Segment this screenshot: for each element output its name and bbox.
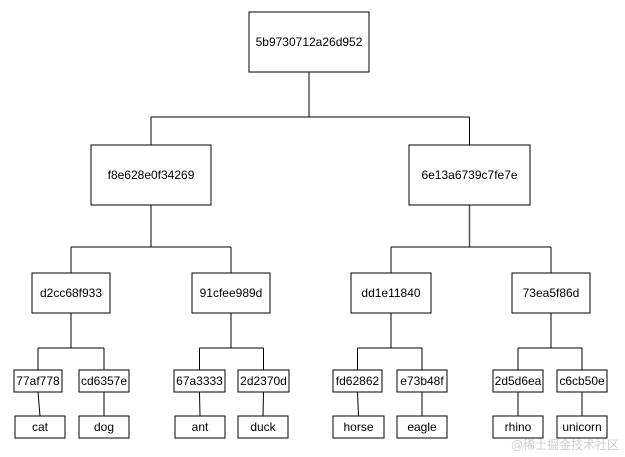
node-box [13,369,63,393]
node-label: dd1e11840 [361,286,421,300]
hash-node-l2: 91cfee989d [191,272,271,314]
node-label: 5b9730712a26d952 [256,35,363,49]
hash-node-r1a: fd62862 [332,369,383,393]
hash-node-r1b: e73b48f [396,369,448,393]
hash-node-r1: dd1e11840 [350,272,432,314]
hash-node-l2a: 67a3333 [173,369,226,393]
node-label: eagle [407,420,437,434]
node-label: rhino [505,420,532,434]
node-box [90,144,212,206]
node-box [350,272,432,314]
node-label: cd6357e [81,374,127,388]
tree-connectors [37,72,583,417]
node-box [237,415,289,439]
leaf-node-eagle: eagle [396,415,448,439]
connector-l1a-cat [37,391,41,417]
node-box [492,369,544,393]
node-box [332,369,383,393]
node-box [396,415,448,439]
node-label: c6cb50e [559,374,605,388]
node-box [492,415,544,439]
hash-node-l1: d2cc68f933 [31,272,111,314]
hash-node-l1a: 77af778 [13,369,63,393]
node-label: 2d5d6ea [495,374,542,388]
node-label: fd62862 [336,374,380,388]
leaf-node-dog: dog [78,415,130,439]
node-box [31,272,111,314]
node-label: f8e628e0f34269 [108,168,195,182]
hash-node-r2: 73ea5f86d [511,272,591,314]
hash-node-r2b: c6cb50e [556,369,608,393]
hash-node-l2b: 2d2370d [237,369,290,393]
leaf-node-horse: horse [332,415,385,439]
node-label: dog [94,420,114,434]
node-box [511,272,591,314]
connector-r1a-horse [357,391,359,417]
hash-node-left: f8e628e0f34269 [90,144,212,206]
node-label: 2d2370d [240,374,287,388]
node-label: duck [250,420,276,434]
node-label: horse [343,420,373,434]
leaf-node-unicorn: unicorn [556,415,608,439]
hash-node-right: 6e13a6739c7fe7e [408,144,531,206]
watermark-text: @稀土掘金技术社区 [510,438,619,452]
node-box [78,369,130,393]
leaf-node-cat: cat [14,415,66,439]
node-label: 91cfee989d [200,286,263,300]
connector-l2b-duck [262,391,264,417]
node-box [332,415,385,439]
node-box [78,415,130,439]
leaf-node-rhino: rhino [492,415,544,439]
hash-node-r2a: 2d5d6ea [492,369,544,393]
node-box [556,415,608,439]
node-box [408,144,531,206]
hash-node-root: 5b9730712a26d952 [248,11,370,73]
node-box [173,369,226,393]
node-box [396,369,448,393]
node-label: 67a3333 [176,374,223,388]
node-label: 77af778 [16,374,60,388]
node-box [14,415,66,439]
node-box [174,415,226,439]
leaf-node-ant: ant [174,415,226,439]
leaf-node-duck: duck [237,415,289,439]
node-label: e73b48f [400,374,444,388]
node-box [248,11,370,73]
node-box [556,369,608,393]
hash-node-l1b: cd6357e [78,369,130,393]
node-label: d2cc68f933 [40,286,102,300]
node-label: 73ea5f86d [523,286,580,300]
node-label: ant [192,420,209,434]
node-box [191,272,271,314]
connector-l2a-ant [199,391,201,417]
node-label: unicorn [562,420,601,434]
node-label: 6e13a6739c7fe7e [421,168,517,182]
tree-nodes: 5b9730712a26d952 f8e628e0f34269 d2cc68f933… [13,11,608,439]
node-box [237,369,290,393]
node-label: cat [32,420,49,434]
